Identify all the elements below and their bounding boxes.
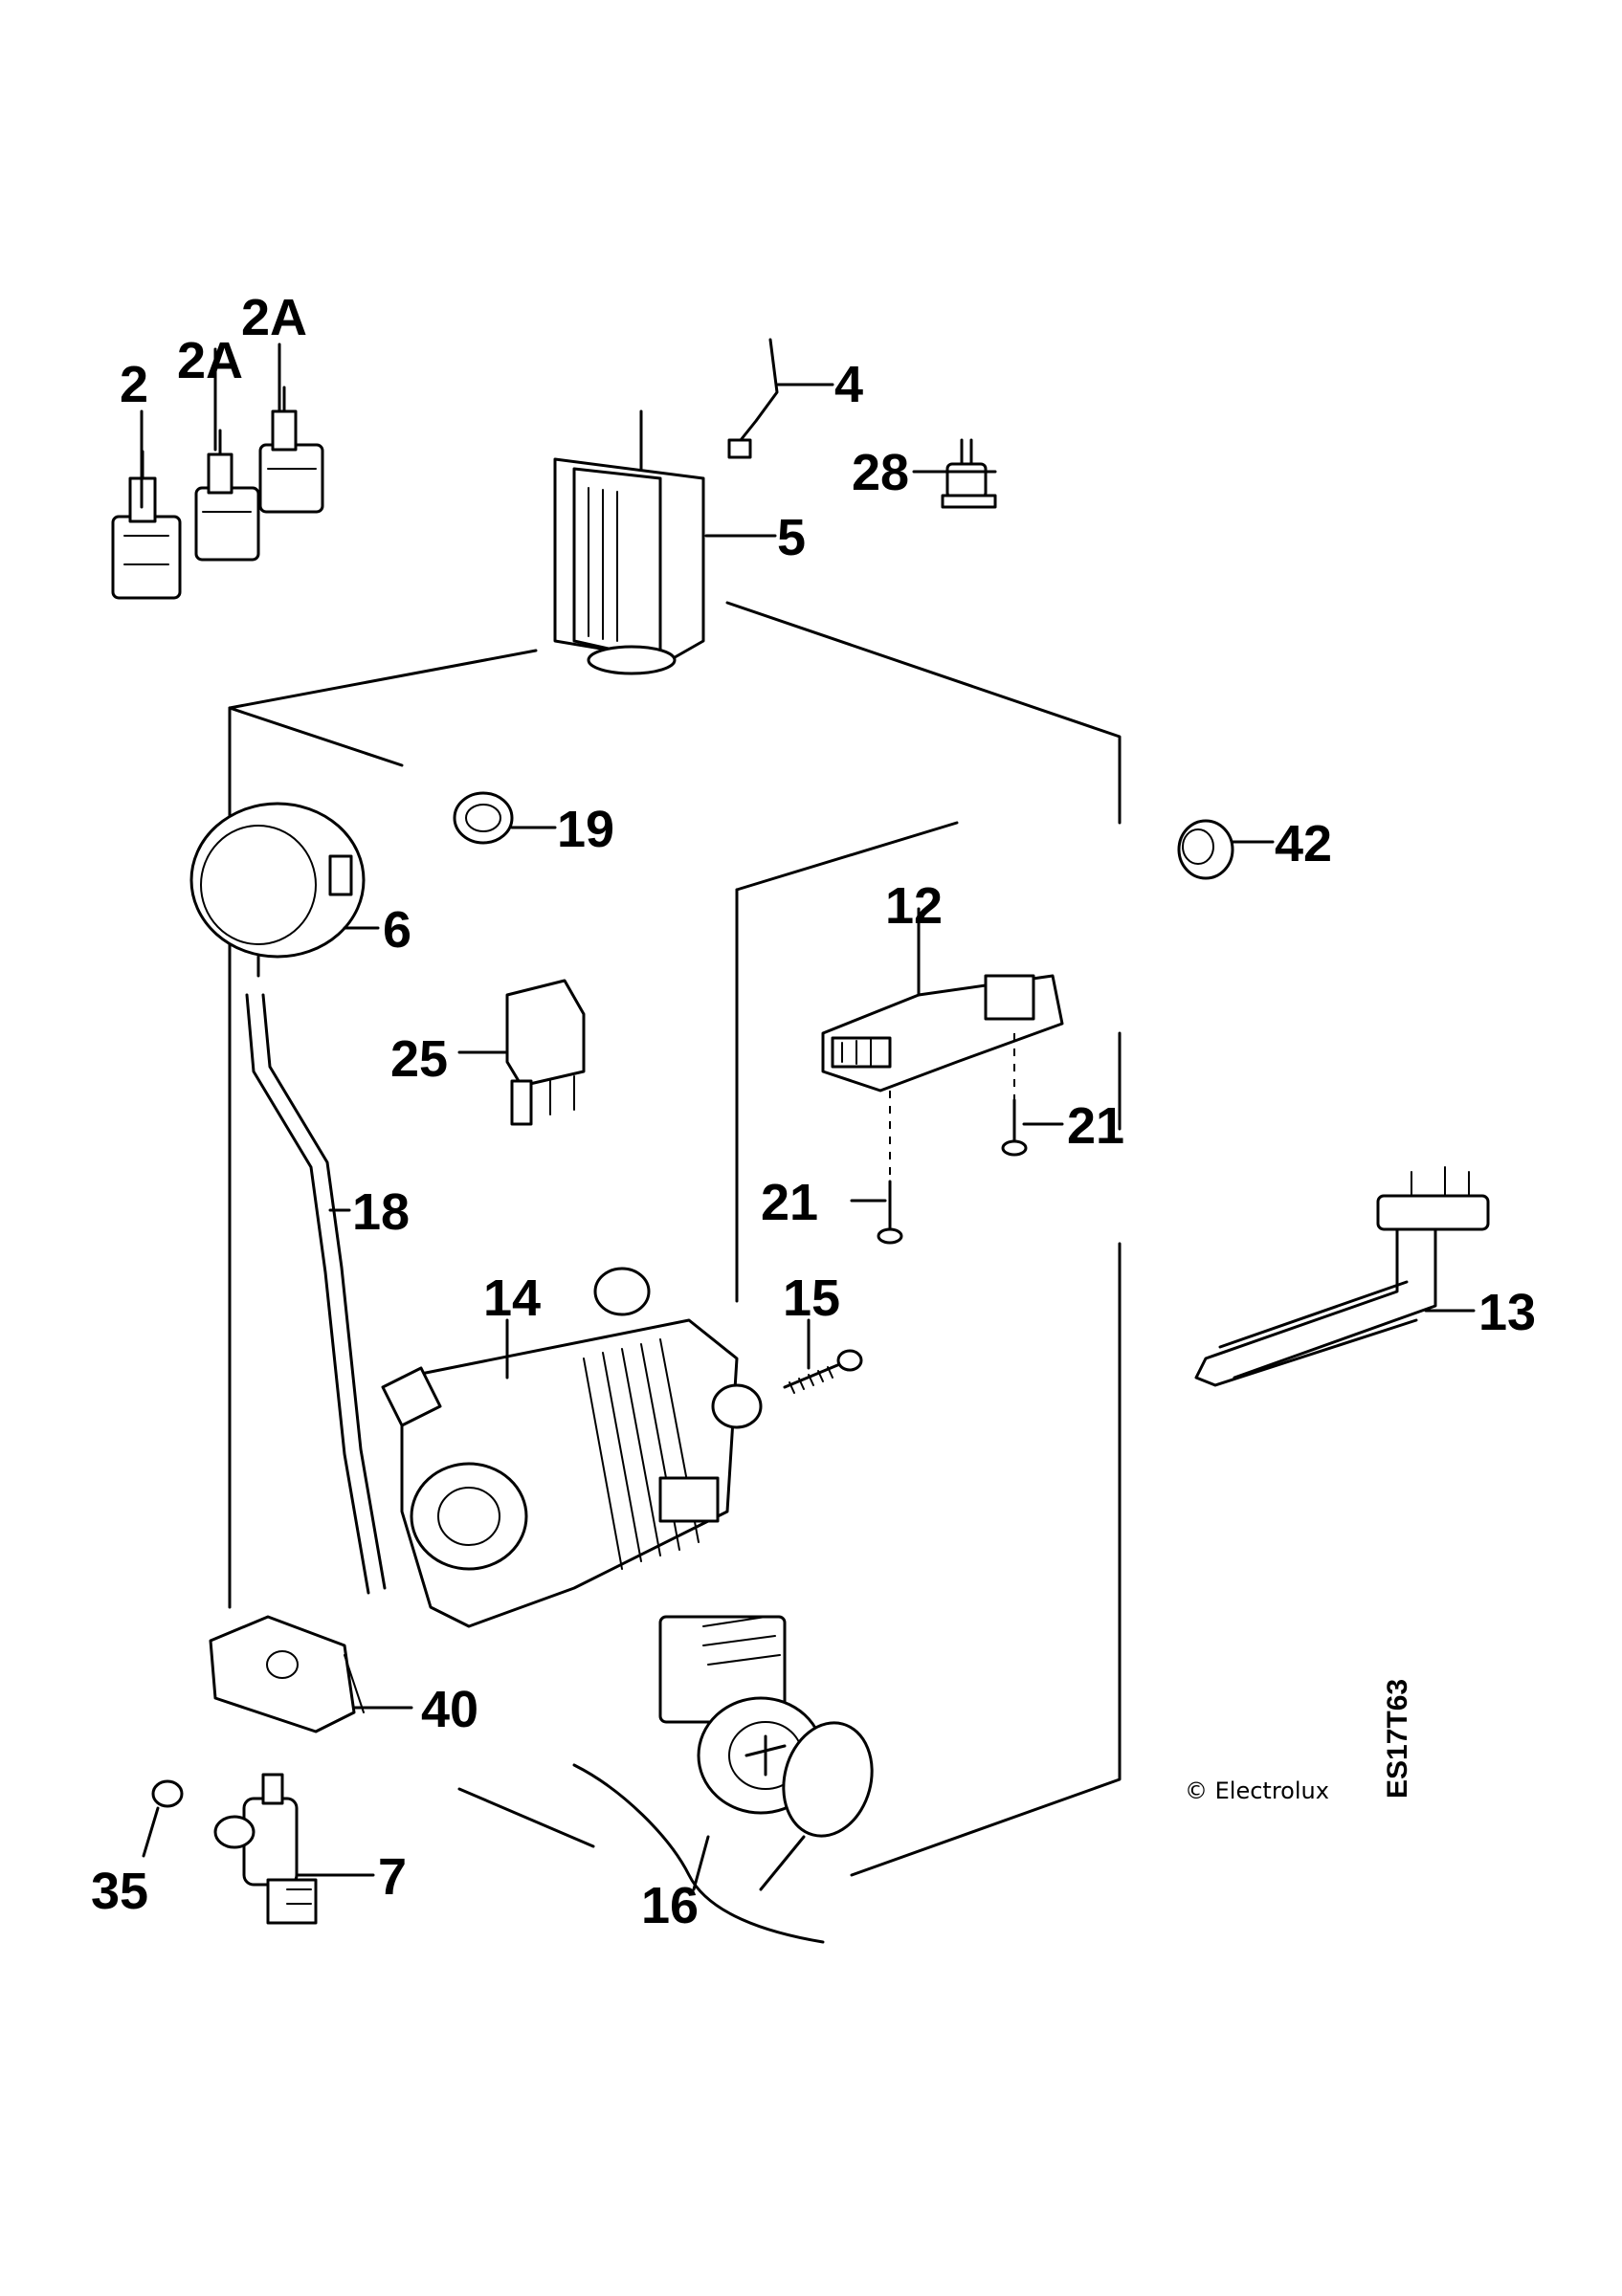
- callout-13: 13: [1478, 1284, 1536, 1341]
- timer-5: [553, 409, 705, 675]
- cabinet-outline: [228, 601, 1122, 1877]
- ring-35: [151, 1779, 184, 1808]
- diagram-code: ES17T63: [1382, 1679, 1413, 1799]
- callout-28: 28: [852, 444, 909, 501]
- callout-12: 12: [885, 877, 943, 935]
- callout-21-right: 21: [1067, 1097, 1124, 1155]
- callout-labels: 2 2A 2A 4 5 28 19 42 6 12 25 21 21 18 14…: [91, 289, 1536, 1934]
- callout-2a-right: 2A: [241, 289, 307, 346]
- screw-21-left: [877, 1180, 903, 1245]
- callout-40: 40: [421, 1681, 478, 1738]
- part-28: [941, 438, 997, 509]
- heater-13: [1194, 1166, 1490, 1387]
- callout-42: 42: [1275, 815, 1332, 872]
- callout-5: 5: [777, 509, 806, 566]
- leader-lines: [140, 342, 1476, 1891]
- pressure-switch-6: [189, 802, 366, 978]
- plug-42: [1177, 819, 1234, 880]
- callout-2a-left: 2A: [177, 332, 243, 389]
- copyright-text: © Electrolux: [1185, 1777, 1329, 1804]
- wire-4: [727, 338, 779, 459]
- hose-18: [245, 993, 387, 1595]
- bolt-15: [783, 1349, 863, 1394]
- motor-14: [381, 1267, 763, 1628]
- callout-14: 14: [483, 1269, 541, 1327]
- callout-19: 19: [557, 801, 614, 858]
- callout-18: 18: [352, 1183, 410, 1241]
- switch-2a-left: [194, 429, 260, 562]
- switch-2a-right: [258, 386, 324, 514]
- switch-2: [111, 450, 182, 600]
- callout-7: 7: [378, 1848, 407, 1906]
- callout-16: 16: [641, 1877, 699, 1934]
- valve-7: [213, 1773, 318, 1925]
- door-lock-12: [821, 974, 1064, 1177]
- screw-21-right: [1001, 1098, 1028, 1157]
- bracket-40: [209, 1615, 365, 1733]
- callout-6: 6: [383, 901, 411, 959]
- callout-25: 25: [390, 1030, 448, 1088]
- callout-15: 15: [783, 1269, 840, 1327]
- suppressor-25: [505, 979, 586, 1126]
- callout-4: 4: [834, 356, 863, 413]
- plug-19: [453, 791, 514, 845]
- callout-2: 2: [120, 356, 148, 413]
- pump-16: [572, 1615, 874, 1944]
- callout-21-left: 21: [761, 1174, 818, 1231]
- callout-35: 35: [91, 1863, 148, 1920]
